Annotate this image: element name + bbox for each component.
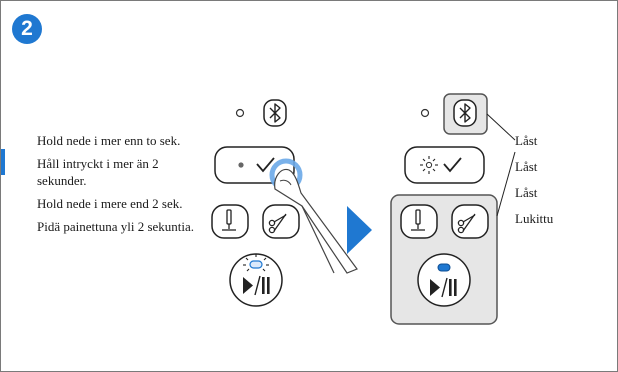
instruction-norwegian: Hold nede i mer enn to sek.: [37, 133, 181, 148]
start-stop-led: [249, 260, 263, 269]
bluetooth-button[interactable]: [263, 99, 287, 127]
lock-label-danish: Låst: [515, 185, 538, 200]
thread-cutter-button[interactable]: [451, 204, 489, 239]
label-leader-lines: [486, 113, 516, 217]
start-stop-button[interactable]: [229, 253, 283, 307]
check-icon: [443, 157, 462, 173]
needle-position-icon: [222, 209, 236, 231]
indicator-light: [235, 108, 245, 118]
start-stop-button[interactable]: [417, 253, 471, 307]
check-icon: [256, 157, 275, 173]
instruction-swedish: Håll intryckt i mer än 2 sekunder.: [37, 156, 159, 188]
lock-button[interactable]: [404, 146, 485, 184]
thread-cutter-icon: [268, 213, 287, 234]
page-edge-tab: [1, 149, 5, 175]
led-dot: [425, 161, 433, 169]
lock-label-norwegian: Låst: [515, 133, 538, 148]
panel-before: [211, 99, 358, 307]
thread-cutter-button[interactable]: [262, 204, 300, 239]
indicator-light: [420, 108, 430, 118]
bluetooth-icon: [269, 103, 281, 123]
led-flash-rays: [420, 156, 438, 174]
needle-position-icon: [411, 209, 425, 231]
start-stop-icon: [243, 275, 270, 296]
lock-label-list: Låst Låst Låst Lukittu: [515, 128, 553, 232]
lock-label-swedish: Låst: [515, 159, 538, 174]
step-number-badge: 2: [12, 14, 42, 44]
instruction-list: Hold nede i mer enn to sek. Håll intryck…: [37, 132, 202, 241]
bluetooth-icon: [459, 103, 471, 123]
instruction-danish: Hold nede i mere end 2 sek.: [37, 196, 183, 211]
thread-cutter-icon: [457, 213, 476, 234]
led-dot: [238, 162, 244, 168]
needle-position-button[interactable]: [400, 204, 438, 239]
finger-pressing: [269, 158, 358, 274]
start-stop-led: [437, 263, 451, 272]
arrow-right-icon: [347, 206, 372, 254]
instruction-finnish: Pidä painettuna yli 2 sekuntia.: [37, 219, 195, 234]
needle-position-button[interactable]: [211, 204, 249, 239]
bluetooth-button[interactable]: [453, 99, 477, 127]
led-glow-rays: [243, 254, 269, 272]
panel-after: [390, 93, 516, 325]
lock-label-finnish: Lukittu: [515, 211, 554, 226]
start-stop-icon: [430, 277, 457, 298]
